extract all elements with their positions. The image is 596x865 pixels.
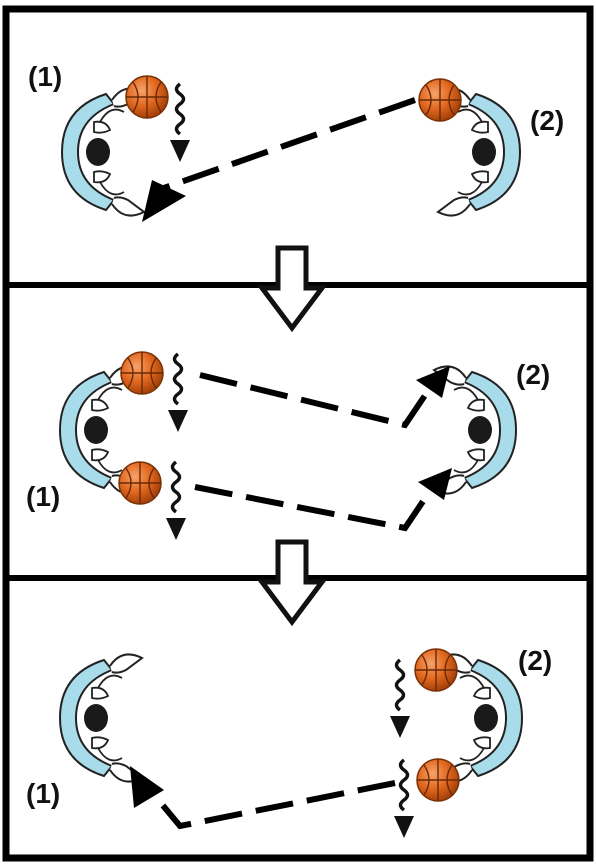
player-1-label: (1)	[26, 481, 60, 512]
panel-3: (2) (1)	[26, 645, 552, 840]
player-2-label: (2)	[516, 359, 550, 390]
basketball-icon	[418, 78, 462, 122]
player-2-label: (2)	[530, 105, 564, 136]
outer-frame	[2, 5, 594, 862]
player-1-label: (1)	[26, 778, 60, 809]
basketball-icon	[416, 758, 460, 802]
player-1-label: (1)	[28, 61, 62, 92]
panel-1: (1) (2)	[28, 61, 564, 222]
pass-arrow-icon	[199, 372, 435, 429]
basketball-icon	[414, 648, 458, 692]
basketball-icon	[120, 351, 164, 395]
pass-arrow-icon	[194, 484, 435, 532]
basketball-icon	[125, 75, 169, 119]
pass-arrow-icon	[157, 97, 416, 193]
player-2-label: (2)	[518, 645, 552, 676]
basketball-icon	[118, 461, 162, 505]
pass-arrow-icon	[147, 780, 396, 830]
panel-2: (2) (1)	[26, 351, 550, 542]
